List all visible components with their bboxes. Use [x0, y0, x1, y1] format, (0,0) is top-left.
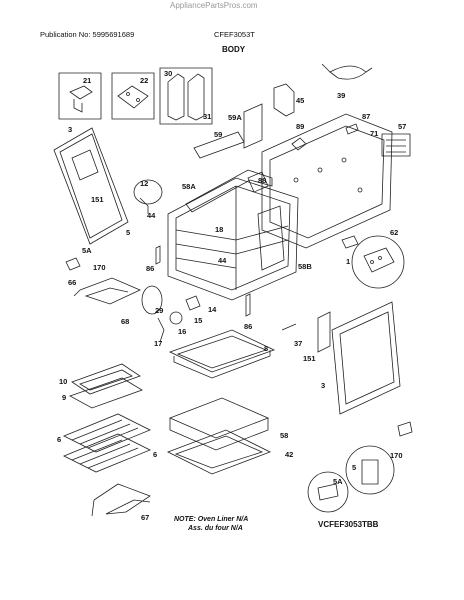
part-45-bracket [274, 84, 294, 116]
watermark: AppliancePartsPros.com [170, 1, 258, 10]
section-title: BODY [222, 45, 246, 54]
callout-6-right: 6 [153, 450, 158, 459]
oven-cavity-body [168, 178, 298, 300]
callout-39: 39 [337, 91, 346, 100]
callout-58a: 58A [182, 182, 196, 191]
part-66-bake-element [74, 278, 140, 304]
part-151-hinge-lower [318, 312, 330, 352]
callout-3-lower: 3 [321, 381, 326, 390]
callout-68: 68 [121, 317, 130, 326]
part-88-clip [248, 172, 268, 192]
callout-42: 42 [285, 450, 294, 459]
callout-44-lower: 44 [218, 256, 227, 265]
callout-66: 66 [68, 278, 77, 287]
callout-88: 88 [258, 176, 267, 185]
part-58b-insulation [258, 206, 284, 270]
callout-58: 58 [280, 431, 289, 440]
part-12-sensor [134, 180, 162, 214]
callout-6-left: 6 [57, 435, 62, 444]
part-57-box [382, 134, 410, 156]
part-86-upper [156, 246, 160, 264]
callout-14: 14 [208, 305, 217, 314]
callout-15: 15 [194, 316, 203, 325]
part-170-clip-upper [66, 258, 80, 270]
part-170-clip-lower [398, 422, 412, 436]
callout-30: 30 [164, 69, 173, 78]
callout-3-upper: 3 [68, 125, 73, 134]
part-21-inset [59, 73, 101, 119]
part-22-inset [112, 73, 154, 119]
part-6-oven-racks [64, 414, 150, 472]
callout-170-upper: 170 [93, 263, 106, 272]
part-71-rear-panel [262, 114, 392, 248]
callout-5a-upper: 5A [82, 246, 92, 255]
callout-151-upper: 151 [91, 195, 104, 204]
callout-1: 1 [346, 257, 351, 266]
callout-86-lower: 86 [244, 322, 253, 331]
part-39-harness [322, 64, 372, 79]
callout-87: 87 [362, 112, 371, 121]
part-58a-insulation [186, 170, 272, 212]
callout-31: 31 [203, 112, 212, 121]
callout-59: 59 [214, 130, 223, 139]
part-8-drawer-top [170, 330, 274, 378]
callout-5a-lower: 5A [333, 477, 343, 486]
publication-number: Publication No: 5995691689 [40, 30, 135, 39]
callout-18: 18 [215, 225, 224, 234]
part-42-drawer [168, 430, 270, 474]
callout-71: 71 [370, 129, 379, 138]
part-3-door-upper [54, 128, 128, 244]
callout-37: 37 [294, 339, 303, 348]
part-1-terminal-block [352, 236, 404, 288]
callout-57: 57 [398, 122, 407, 131]
callout-45: 45 [296, 96, 305, 105]
callout-170-lower: 170 [390, 451, 403, 460]
callout-5-upper: 5 [126, 228, 131, 237]
callout-10: 10 [59, 377, 68, 386]
part-10-9-broil-pan [70, 364, 142, 408]
diagram-code: VCFEF3053TBB [318, 520, 379, 529]
part-58-insulation-block [170, 398, 268, 450]
callout-17: 17 [154, 339, 163, 348]
note-line-2: Ass. du four N/A [188, 525, 243, 532]
callout-44-upper: 44 [147, 211, 156, 220]
callout-62: 62 [390, 228, 399, 237]
callout-67: 67 [141, 513, 150, 522]
parts-29-14-15-16 [142, 286, 200, 342]
part-59-vent [194, 132, 244, 158]
callout-151-lower: 151 [303, 354, 316, 363]
callout-59a: 59A [228, 113, 242, 122]
note-line-1: NOTE: Oven Liner N/A [174, 516, 249, 523]
callout-89: 89 [296, 122, 305, 131]
callout-29: 29 [155, 306, 164, 315]
part-62-connector [342, 236, 358, 248]
part-67-broil-element [92, 484, 150, 516]
part-30-31-inset [160, 68, 212, 124]
part-59a-duct [244, 104, 262, 148]
callout-21: 21 [83, 76, 92, 85]
callout-12: 12 [140, 179, 149, 188]
callout-58b: 58B [298, 262, 312, 271]
part-89-bracket [292, 138, 306, 150]
callout-22: 22 [140, 76, 149, 85]
callout-86-upper: 86 [146, 264, 155, 273]
part-86-lower [246, 294, 250, 316]
part-87-clip [346, 124, 358, 134]
part-37-rod [282, 324, 296, 330]
part-3-door-lower [332, 302, 400, 414]
callout-16: 16 [178, 327, 187, 336]
model-number: CFEF3053T [214, 30, 255, 39]
part-5a-inset [308, 472, 348, 512]
callout-8: 8 [264, 344, 269, 353]
callout-5-lower: 5 [352, 463, 357, 472]
callout-9: 9 [62, 393, 67, 402]
part-5-inset [346, 446, 394, 494]
